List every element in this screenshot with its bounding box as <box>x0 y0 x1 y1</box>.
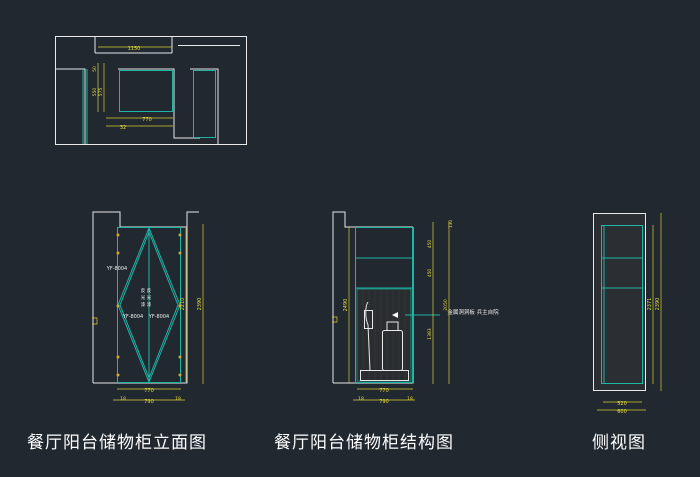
plan-view: 1150 770 32 50 550 575 <box>55 36 247 145</box>
plan-left-panel <box>82 69 88 144</box>
plan-top-notch <box>94 36 173 54</box>
plan-dim-left-a: 50 <box>92 66 98 72</box>
elevation-dim-inner: 770 <box>144 388 154 394</box>
plan-cabinet <box>119 70 173 112</box>
side-dim-h-inner: 2371 <box>647 298 653 311</box>
caption-structure: 餐厅阳台储物柜结构图 <box>274 433 454 453</box>
elevation-label-top: YF-8004 <box>106 266 127 272</box>
side-hatch <box>594 214 645 390</box>
elevation-view: YF-8004 YF-8004 YF-8004 反 反 光 光 漆 漆 770 … <box>92 211 204 405</box>
elevation-hinges <box>116 233 182 377</box>
structure-arrow <box>392 312 398 318</box>
side-dim-h-outer: 2390 <box>655 298 661 311</box>
elevation-dim-h-outer: 2390 <box>197 298 203 311</box>
structure-annotation: 金属洞洞板 兵主自院 <box>447 308 499 316</box>
side-dim-inner: 520 <box>617 401 627 407</box>
structure-pegboard-grid <box>362 290 406 380</box>
elevation-dim-h-inner: 2210 <box>180 298 186 311</box>
side-view: 520 600 2371 2390 <box>593 213 662 415</box>
structure-luggage-handle <box>386 321 399 330</box>
side-dim-outer: 600 <box>617 409 627 415</box>
plan-right-wall <box>190 68 219 144</box>
structure-dim-v1: 450 <box>427 240 433 249</box>
plan-dim-mid: 770 <box>142 117 152 123</box>
structure-view: 金属洞洞板 兵主自院 770 790 18 18 2490 450 450 20… <box>332 211 499 405</box>
elevation-label-mid-right: YF-8004 <box>148 314 169 320</box>
structure-outlet <box>332 316 338 323</box>
plan-cabinet-wall <box>118 68 175 112</box>
elevation-label-mid-left: YF-8004 <box>122 314 143 320</box>
elevation-diamond-inner <box>119 230 179 380</box>
side-outer <box>593 213 646 391</box>
plan-left-wall <box>55 68 86 144</box>
caption-elevation: 餐厅阳台储物柜立面图 <box>27 433 207 453</box>
elevation-dim-outer: 790 <box>144 399 154 405</box>
plan-outer-frame <box>55 36 247 145</box>
elevation-dim-left: 18 <box>120 396 126 402</box>
structure-dim-v3: 2050 <box>443 299 449 311</box>
structure-dim-top: 130 <box>448 220 454 229</box>
structure-dim-left: 18 <box>358 396 364 402</box>
plan-right-cabinet <box>193 70 216 138</box>
caption-side: 侧视图 <box>592 433 646 453</box>
structure-dim-v2: 450 <box>427 269 433 278</box>
structure-vacuum-handle <box>365 301 371 371</box>
structure-cabinet <box>355 227 413 383</box>
plan-dim-left-b: 550 <box>92 88 98 97</box>
structure-dim-v4: 1383 <box>427 328 433 340</box>
plan-step-wall <box>173 112 200 139</box>
structure-vacuum-body <box>364 310 373 329</box>
elevation-dim-right: 18 <box>175 396 181 402</box>
structure-dim-inner: 770 <box>379 388 389 394</box>
elevation-note-1: 反 反 <box>141 287 152 294</box>
structure-dim-height: 2490 <box>343 299 349 312</box>
elevation-note-3: 漆 漆 <box>141 301 152 308</box>
plan-dim-top: 1150 <box>128 46 141 52</box>
structure-dim-outer: 790 <box>379 399 389 405</box>
structure-base <box>360 370 409 381</box>
elevation-outlet <box>92 317 98 325</box>
plan-dim-bottom: 32 <box>120 125 126 131</box>
structure-dim-right: 18 <box>407 396 413 402</box>
plan-dim-left-c: 575 <box>98 88 104 97</box>
side-cabinet <box>601 225 643 384</box>
elevation-note-2: 光 光 <box>141 294 152 301</box>
